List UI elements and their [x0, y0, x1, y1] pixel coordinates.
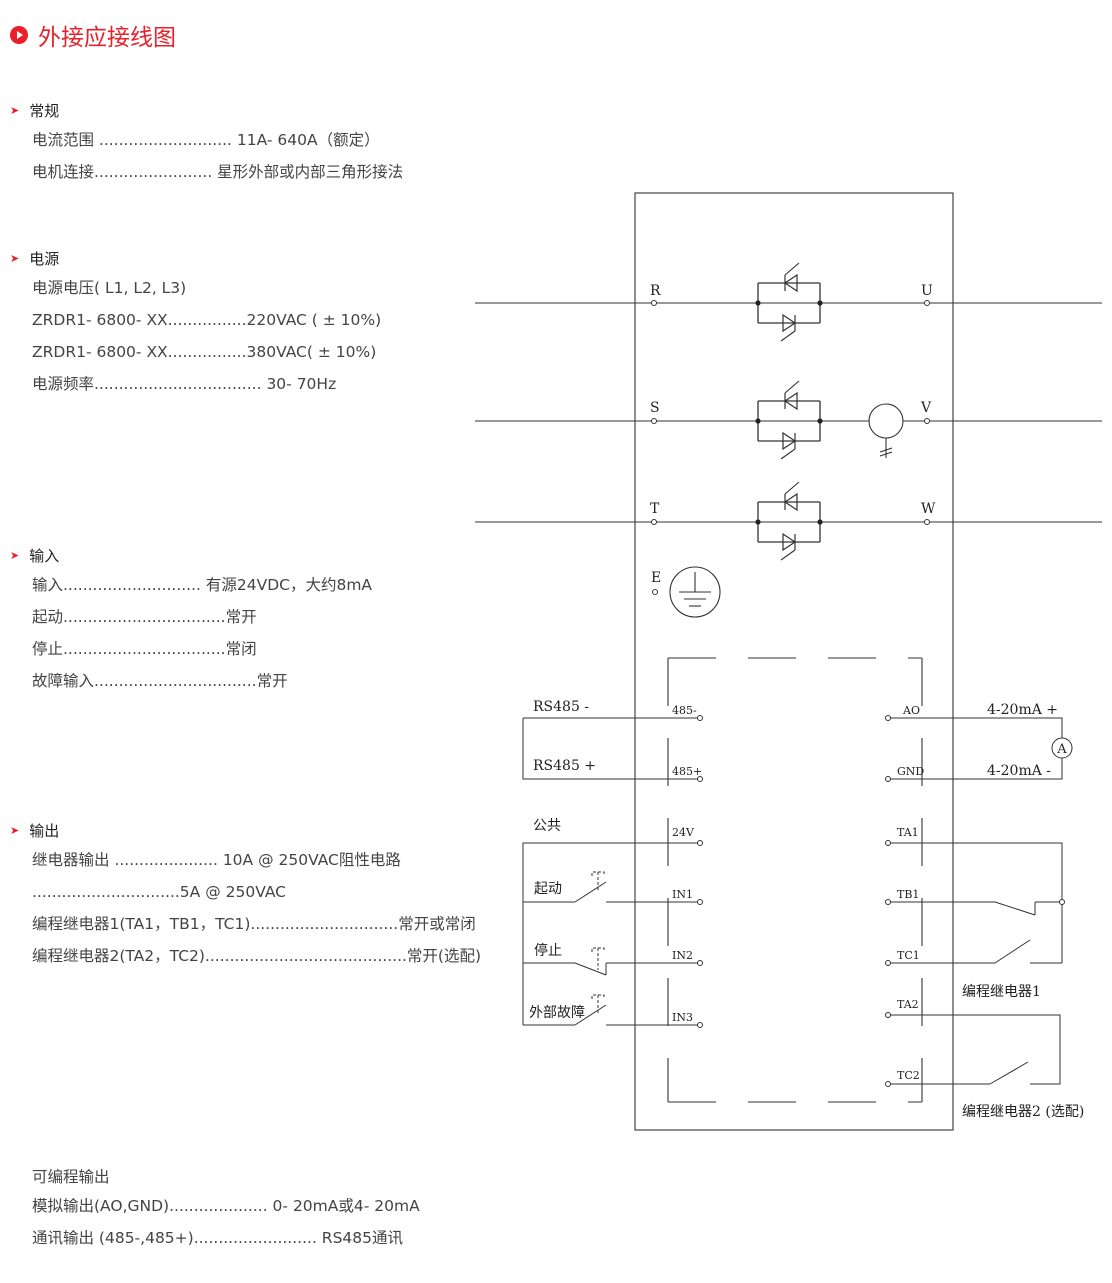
spec-line: 编程继电器2(TA2，TC2).........................…: [32, 947, 482, 965]
terminal-label-in3: IN3: [672, 1011, 693, 1024]
terminal-label-tc1: TC1: [897, 949, 920, 962]
common-label: 公共: [533, 818, 561, 834]
terminal-label-t: T: [650, 501, 660, 517]
terminal-label-ao: AO: [902, 704, 920, 717]
terminal-label-in1: IN1: [672, 888, 693, 901]
thyristor-pair-s: [726, 380, 824, 460]
terminal-label-e: E: [651, 570, 661, 586]
rs485-minus-label: RS485 -: [533, 699, 589, 715]
terminal-label-tb1: TB1: [897, 888, 919, 901]
section-heading: ➤常规: [10, 101, 60, 120]
stop-switch-label: 停止: [534, 942, 562, 959]
spec-line: ..............................5A @ 250VA…: [32, 883, 286, 901]
terminal-label-24v: 24V: [672, 826, 695, 839]
terminal-label-v: V: [920, 400, 932, 416]
spec-line: 电机连接........................ 星形外部或内部三角形接…: [32, 163, 404, 181]
thyristor-pair-t: [726, 481, 824, 561]
spec-line: ZRDR1- 6800- XX................380VAC( ±…: [32, 343, 377, 361]
starter-enclosure: [634, 192, 954, 1131]
spec-line: 起动.................................常开: [32, 608, 257, 626]
terminal-label-u: U: [921, 283, 933, 299]
relay1-label: 编程继电器1: [962, 984, 1041, 1000]
relay2-wire: [888, 1014, 1061, 1085]
spec-line: 模拟输出(AO,GND).................... 0- 20mA…: [32, 1197, 420, 1215]
terminal-label-tc2: TC2: [897, 1069, 920, 1082]
spec-line: 编程继电器1(TA1，TB1，TC1).....................…: [32, 915, 476, 933]
terminal-label-ta2: TA2: [897, 998, 919, 1011]
terminal-label-w: W: [921, 501, 936, 517]
section-heading: ➤电源: [10, 249, 60, 268]
section-general: ➤常规 电流范围 ........................... 11A…: [10, 98, 403, 188]
section-heading: ➤输入: [10, 546, 60, 565]
spec-line: 停止.................................常闭: [32, 640, 257, 658]
analog-minus-label: 4-20mA -: [987, 763, 1051, 779]
analog-plus-label: 4-20mA +: [987, 702, 1058, 718]
arrow-right-icon: ➤: [10, 548, 20, 562]
start-switch-label: 起动: [534, 881, 562, 897]
section-output: ➤输出 继电器输出 ..................... 10A @ 25…: [10, 818, 481, 972]
thyristor-pair-r: [726, 262, 824, 342]
spec-line: 输入............................ 有源24VDC，大…: [32, 576, 373, 594]
section-input: ➤输入 输入............................ 有源24V…: [10, 543, 372, 697]
relay1-wire: [888, 842, 1063, 902]
section-programmable-output: 可编程输出 模拟输出(AO,GND).................... 0…: [10, 1164, 420, 1254]
spec-line: 电源电压( L1, L2, L3): [32, 279, 187, 297]
spec-line: ZRDR1- 6800- XX................220VAC ( …: [32, 311, 382, 329]
relay2-label: 编程继电器2 (选配): [962, 1104, 1084, 1120]
current-transformer-icon: [868, 403, 904, 458]
page-title: 外接应接线图: [10, 18, 176, 52]
arrow-right-icon: ➤: [10, 103, 20, 117]
ammeter-label: A: [1056, 742, 1067, 757]
arrow-right-icon: ➤: [10, 251, 20, 265]
terminal-label-485-minus: 485-: [672, 704, 697, 717]
spec-line: 电流范围 ........................... 11A- 64…: [32, 131, 380, 149]
spec-line: 继电器输出 ..................... 10A @ 250VAC…: [32, 851, 401, 869]
spec-line: 通讯输出 (485-,485+)........................…: [32, 1229, 403, 1247]
common-wire: [522, 842, 700, 1025]
arrow-right-icon: ➤: [10, 823, 20, 837]
section-power: ➤电源 电源电压( L1, L2, L3) ZRDR1- 6800- XX...…: [10, 246, 381, 400]
spec-line: 电源频率.................................. 3…: [32, 375, 337, 393]
page-title-text: 外接应接线图: [38, 25, 176, 51]
earth-ground-icon: [669, 566, 721, 618]
terminal-label-s: S: [650, 400, 660, 416]
terminal-label-ta1: TA1: [897, 826, 919, 839]
ammeter-icon: A: [1051, 737, 1073, 759]
control-board-outline: [667, 657, 923, 1103]
terminal-label-r: R: [650, 283, 661, 299]
section-heading: ➤输出: [10, 821, 60, 840]
fault-switch-label: 外部故障: [529, 1005, 585, 1021]
rs485-plus-label: RS485 +: [533, 758, 596, 774]
play-circle-icon: [10, 26, 28, 44]
section-heading: 可编程输出: [32, 1168, 110, 1186]
rs485-wire: [522, 718, 700, 780]
terminal-label-in2: IN2: [672, 949, 693, 962]
terminal-label-485-plus: 485+: [672, 765, 702, 778]
terminal-label-gnd: GND: [897, 765, 924, 778]
spec-line: 故障输入.................................常开: [32, 672, 288, 690]
